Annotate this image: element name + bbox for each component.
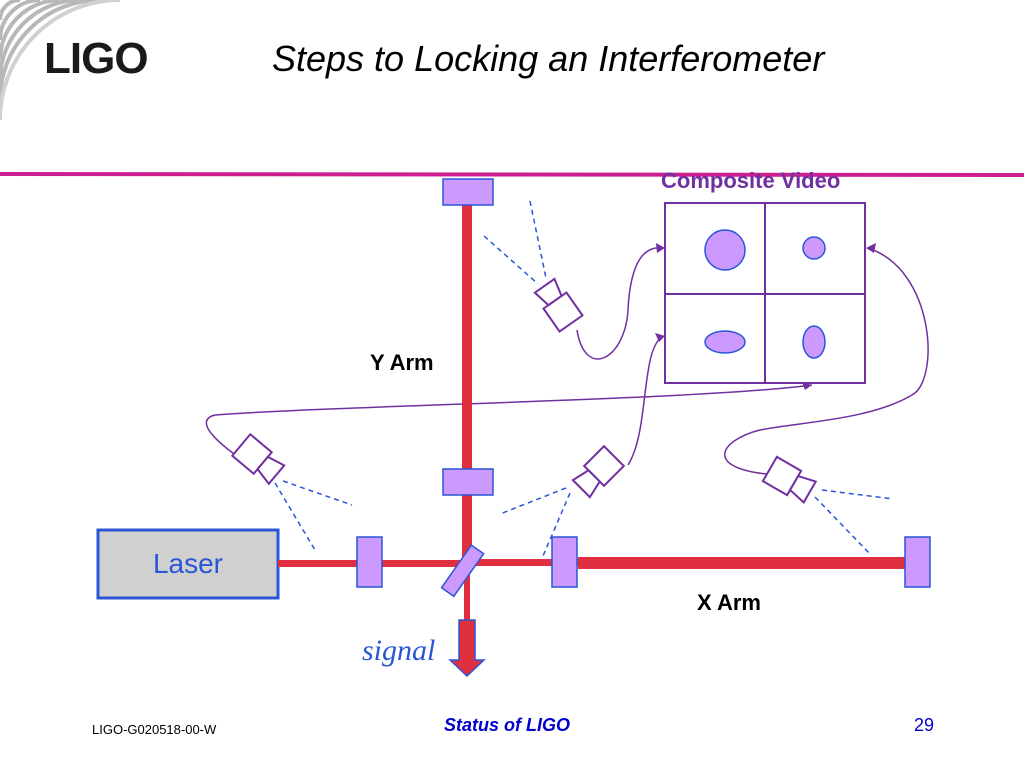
- page-number: 29: [914, 715, 935, 735]
- spot-horizontal-ellipse: [704, 330, 746, 354]
- y-arm-label: Y Arm: [370, 350, 434, 375]
- beam-splitter: [440, 544, 485, 598]
- camera-view-lines: [274, 200, 894, 557]
- spot-vertical-ellipse: [802, 325, 826, 359]
- signal-label: signal: [362, 634, 436, 667]
- y-arm-beam: [462, 205, 472, 565]
- footer-center-text: Status of LIGO: [444, 715, 570, 735]
- ligo-logo: LIGO: [44, 34, 149, 83]
- slide-title: Steps to Locking an Interferometer: [272, 38, 825, 79]
- output-beam: [464, 565, 470, 620]
- header-rule: [0, 172, 1024, 177]
- y-end-mirror: [442, 178, 494, 206]
- x-end-mirror: [904, 536, 931, 588]
- y-input-mirror: [442, 468, 494, 496]
- composite-video-monitor: [664, 202, 866, 384]
- logo-arcs-icon: [0, 0, 121, 121]
- camera-icon: [761, 455, 818, 504]
- camera-cables: [205, 247, 929, 476]
- x-arm-label: X Arm: [697, 590, 761, 615]
- spot-large-circle: [704, 229, 746, 271]
- x-input-mirror: [551, 536, 578, 588]
- camera-icon: [571, 444, 626, 499]
- spot-small-circle: [802, 236, 826, 260]
- composite-video-label: Composite Video: [661, 168, 841, 193]
- camera-icon: [230, 432, 286, 486]
- x-arm-cavity-beam: [578, 557, 906, 569]
- recycling-mirror: [356, 536, 383, 588]
- camera-icon: [533, 277, 584, 333]
- signal-arrow-icon: [448, 619, 486, 678]
- cable-arrowheads: [655, 243, 876, 390]
- mirrors: [356, 178, 931, 598]
- footer-doc-id: LIGO-G020518-00-W: [92, 722, 217, 737]
- laser-label: Laser: [152, 548, 224, 579]
